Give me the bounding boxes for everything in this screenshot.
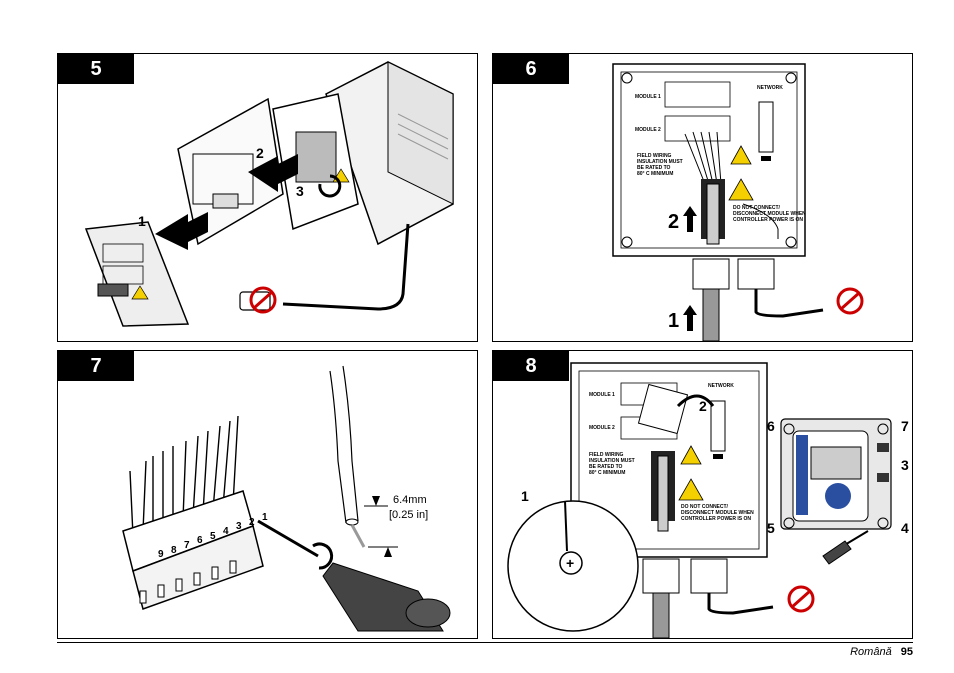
warning-icon	[730, 145, 752, 165]
disconnect-line-2: DISCONNECT MODULE WHEN	[733, 211, 806, 217]
field-wiring-line-1: FIELD WIRING	[589, 452, 624, 458]
field-wiring-line-1: FIELD WIRING	[637, 153, 672, 159]
terminal-numbers: 9 8 7 6 5 4 3 2 1	[158, 512, 268, 560]
caution-icon	[728, 178, 754, 201]
footer-rule	[57, 642, 913, 643]
ground-screw-icon: +	[566, 555, 574, 571]
step-7-panel: 7 9 8 7 6 5 4 3 2 1 6.4m	[57, 350, 478, 639]
step-5-badge: 5	[58, 54, 134, 84]
module-1-label: MODULE 1	[635, 94, 661, 100]
module-2-label: MODULE 2	[589, 425, 615, 431]
field-wiring-line-3: BE RATED TO	[637, 165, 671, 171]
footer: Română 95	[850, 646, 913, 658]
step-6-badge: 6	[493, 54, 569, 84]
disconnect-line-3: CONTROLLER POWER IS ON	[681, 516, 751, 522]
no-power-icon	[249, 286, 277, 314]
dimension-in: [0.25 in]	[389, 509, 428, 521]
disconnect-line-3: CONTROLLER POWER IS ON	[733, 217, 803, 223]
no-power-icon	[836, 287, 864, 315]
terminal-number: 9	[158, 549, 164, 560]
dimension-mm: 6.4mm	[393, 494, 427, 506]
network-label: NETWORK	[757, 85, 783, 91]
field-wiring-line-2: INSULATION MUST	[637, 159, 683, 165]
step-5-illustration: 1 2 3	[84, 61, 454, 327]
step-8-callout-4: 4	[901, 520, 909, 536]
terminal-number: 3	[236, 521, 242, 532]
disconnect-line-1: DO NOT CONNECT/	[681, 504, 729, 510]
field-wiring-line-4: 80° C MINIMUM	[637, 171, 673, 177]
step-6-callout-1: 1	[668, 310, 679, 332]
step-6-illustration: MODULE 1 MODULE 2 NETWORK FIELD WIRING I…	[612, 63, 864, 341]
step-8-callout-6: 6	[767, 418, 775, 434]
step-8-callout-5: 5	[767, 520, 775, 536]
terminal-number: 6	[197, 535, 203, 546]
terminal-number: 8	[171, 545, 177, 556]
step-8-callout-7: 7	[901, 418, 909, 434]
step-8-panel: 8 MODULE 1 MODULE 2 NETWORK FIELD WIRING…	[492, 350, 913, 639]
field-wiring-line-4: 80° C MINIMUM	[589, 470, 625, 476]
step-7-badge: 7	[58, 351, 134, 381]
step-8-callout-1: 1	[521, 488, 529, 504]
step-8-callout-3: 3	[901, 457, 909, 473]
step-8-badge: 8	[493, 351, 569, 381]
step-5-callout-2: 2	[256, 145, 264, 161]
no-power-icon	[787, 585, 815, 613]
step-8-callout-2: 2	[699, 398, 707, 414]
network-label: NETWORK	[708, 383, 734, 389]
step-7-illustration: 9 8 7 6 5 4 3 2 1 6.4mm [0.25 in]	[122, 365, 451, 632]
step-5-panel: 5 1 2 3	[57, 53, 478, 342]
terminal-number: 4	[223, 526, 229, 537]
disconnect-line-1: DO NOT CONNECT/	[733, 205, 781, 211]
field-wiring-line-2: INSULATION MUST	[589, 458, 635, 464]
step-6-panel: 6 MODULE 1 MODULE 2 NETWORK FIELD WIRING…	[492, 53, 913, 342]
terminal-number: 5	[210, 531, 216, 542]
terminal-number: 7	[184, 540, 190, 551]
disconnect-line-2: DISCONNECT MODULE WHEN	[681, 510, 754, 516]
step-8-illustration: MODULE 1 MODULE 2 NETWORK FIELD WIRING I…	[507, 362, 909, 638]
screwdriver-icon	[257, 519, 319, 558]
terminal-number: 2	[249, 517, 255, 528]
module-1-label: MODULE 1	[589, 392, 615, 398]
page-number: 95	[900, 646, 913, 658]
caution-icon	[678, 478, 704, 501]
step-6-callout-2: 2	[668, 211, 679, 233]
step-5-callout-1: 1	[138, 213, 146, 229]
field-wiring-line-3: BE RATED TO	[589, 464, 623, 470]
warning-icon	[680, 445, 702, 465]
step-5-callout-3: 3	[296, 183, 304, 199]
terminal-number: 1	[262, 512, 268, 523]
footer-language: Română	[850, 646, 892, 658]
module-2-label: MODULE 2	[635, 127, 661, 133]
